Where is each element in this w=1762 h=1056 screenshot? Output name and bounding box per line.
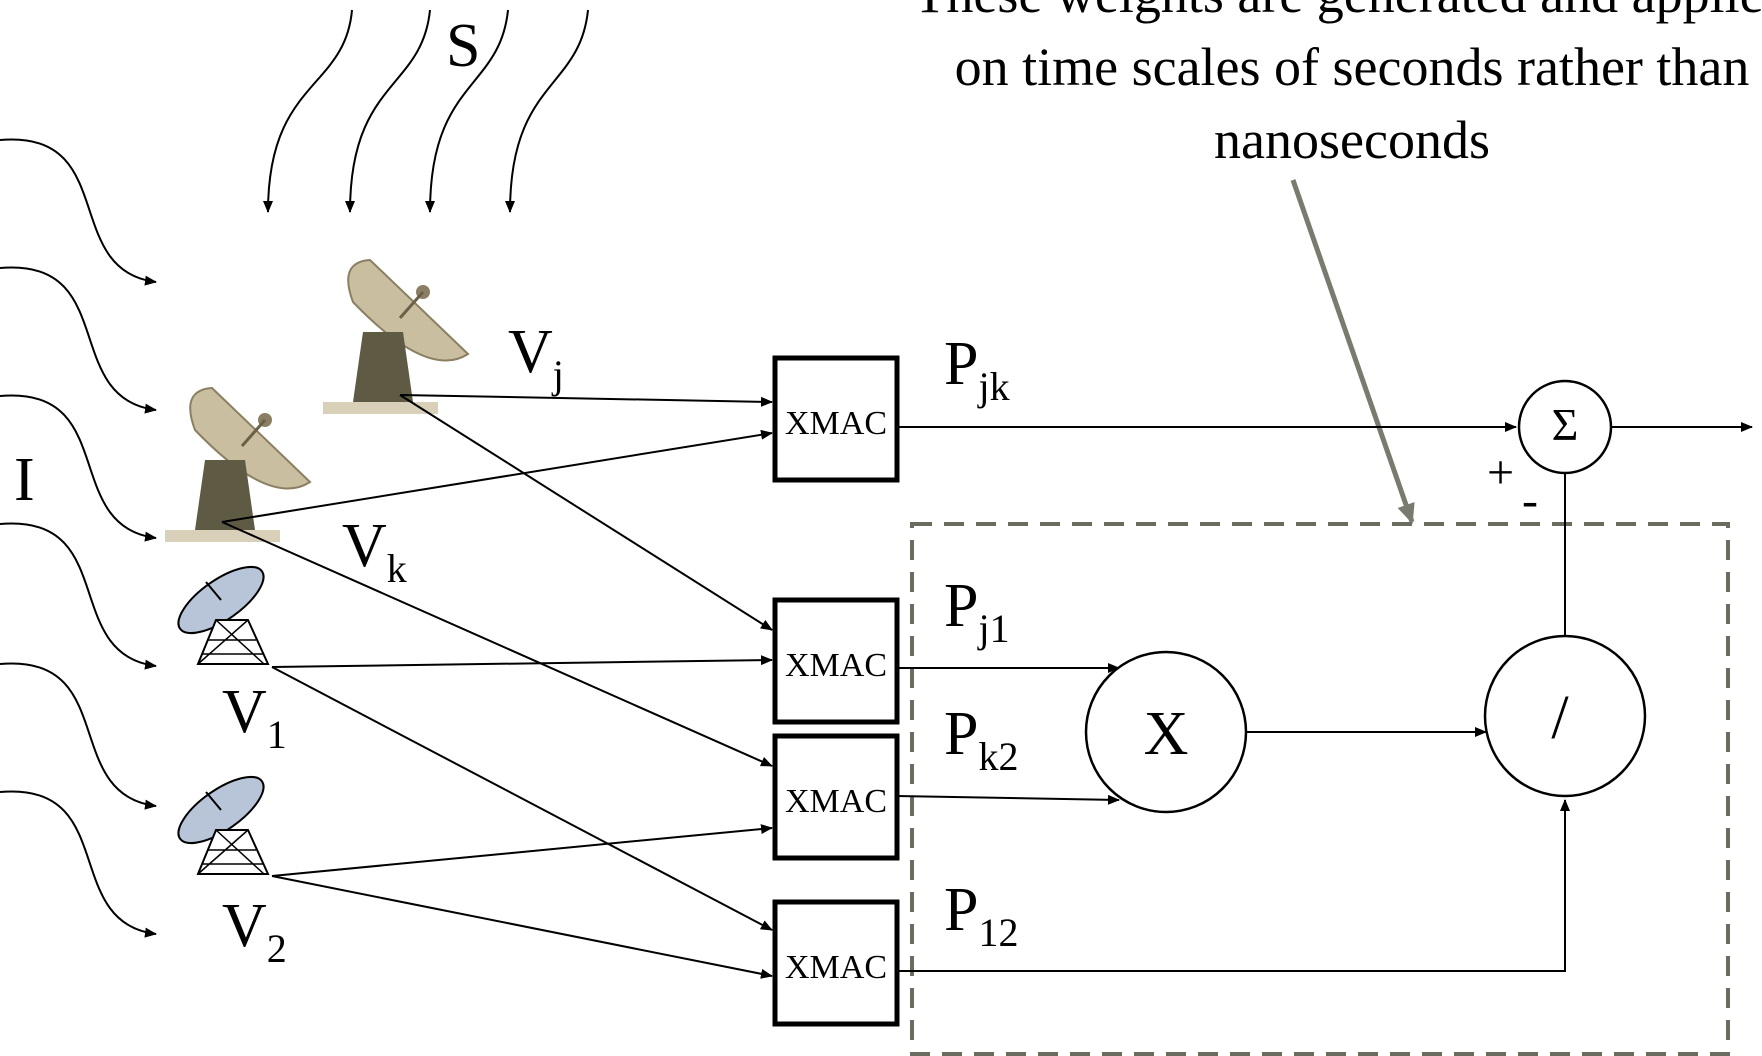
radio-telescope-icon [323, 258, 470, 414]
xmac-block: XMAC [772, 597, 900, 725]
annotation: These weights are generated and applied … [913, 0, 1762, 170]
xmac-label: XMAC [785, 949, 887, 986]
label-p12: P12 [944, 876, 1018, 955]
label-vj: Vj [508, 318, 564, 397]
xmac-label: XMAC [785, 405, 887, 442]
satellite-dish-icon [177, 565, 270, 665]
multiply-symbol: X [1144, 700, 1189, 768]
product-wires [896, 422, 1753, 972]
radio-telescope-icon [165, 386, 312, 542]
annotation-arrow [1290, 179, 1415, 524]
minus-sign: - [1522, 474, 1538, 527]
label-vk: Vk [342, 512, 407, 591]
xmac-label: XMAC [785, 647, 887, 684]
weight-computation-box [910, 522, 1730, 1056]
annotation-line-1: These weights are generated and applied [913, 0, 1762, 24]
xmac-block: XMAC [772, 733, 900, 861]
source-rays [263, 9, 589, 213]
xmac-block: XMAC [772, 899, 900, 1027]
source-label: S [446, 12, 480, 80]
xmac-block: XMAC [772, 355, 900, 483]
annotation-line-3: nanoseconds [1214, 110, 1490, 170]
sum-symbol: Σ [1552, 399, 1579, 450]
signal-wires [221, 394, 773, 979]
label-v1: V1 [222, 678, 287, 757]
label-v2: V2 [222, 892, 287, 971]
divide-node: / [1483, 634, 1647, 798]
annotation-line-2: on time scales of seconds rather than [955, 37, 1750, 97]
multiply-node: X [1084, 650, 1248, 814]
interference-rays [0, 138, 157, 938]
label-pjk: Pjk [944, 330, 1010, 409]
divide-symbol: / [1551, 684, 1569, 752]
satellite-dish-icon [177, 775, 270, 875]
interference-label: I [14, 446, 35, 514]
label-pj1: Pj1 [944, 572, 1010, 651]
label-pk2: Pk2 [944, 700, 1018, 779]
xmac-label: XMAC [785, 783, 887, 820]
plus-sign: + [1487, 446, 1514, 499]
sum-node: Σ [1517, 379, 1613, 475]
